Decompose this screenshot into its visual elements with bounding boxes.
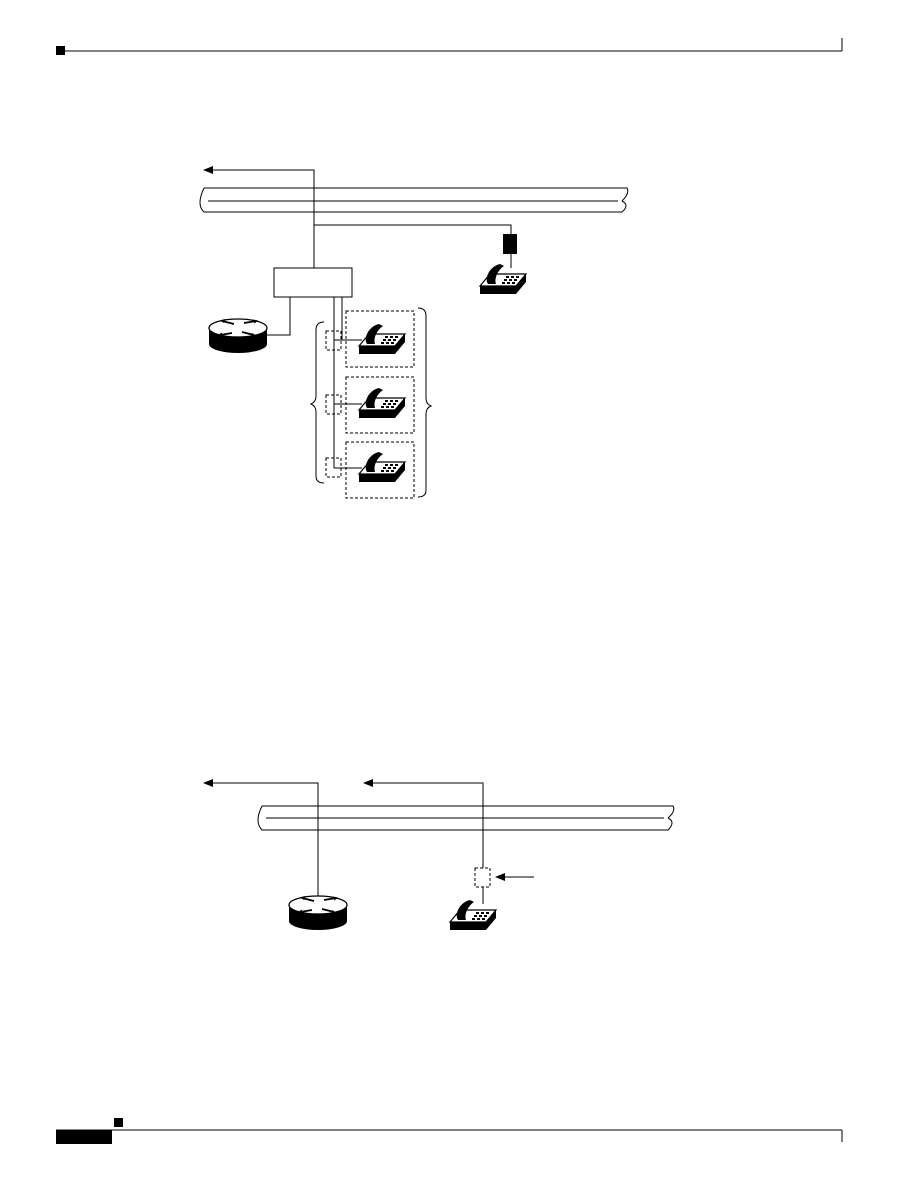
router-icon <box>208 318 268 354</box>
backbone-band-top <box>199 187 629 213</box>
branch-connector <box>314 224 512 268</box>
group-brace-left <box>309 321 325 484</box>
port-box <box>474 867 491 888</box>
phone-unit-1 <box>325 310 415 368</box>
switch-box <box>273 267 353 298</box>
ip-phone-icon <box>358 387 406 419</box>
endpoint-device-icon <box>503 234 517 254</box>
group-brace-right <box>417 307 433 498</box>
phone-enclosure <box>345 310 415 368</box>
uplink-connector-phone <box>363 779 484 904</box>
port-box <box>325 394 342 415</box>
ip-phone-icon <box>479 263 527 295</box>
footer-tab <box>56 1130 112 1144</box>
phone-enclosure <box>345 441 415 499</box>
phone-unit-3 <box>325 441 415 499</box>
ip-phone-icon <box>358 323 406 355</box>
uplink-connector-router <box>203 779 319 898</box>
diagram-top <box>199 166 629 499</box>
ip-phone-icon <box>449 899 497 931</box>
phone-unit-2 <box>325 376 415 434</box>
page-footer <box>56 1118 843 1144</box>
router-icon <box>288 895 348 931</box>
port-box <box>325 330 342 351</box>
diagram-bottom <box>203 779 675 931</box>
footer-marker <box>114 1118 123 1127</box>
ip-phone-icon <box>358 451 406 483</box>
backbone-band-bottom <box>257 805 675 831</box>
page-header <box>56 38 843 55</box>
phone-enclosure <box>345 376 415 434</box>
port-box <box>325 457 342 478</box>
uplink-connector-top <box>203 166 315 225</box>
router-connector-top <box>265 297 291 336</box>
